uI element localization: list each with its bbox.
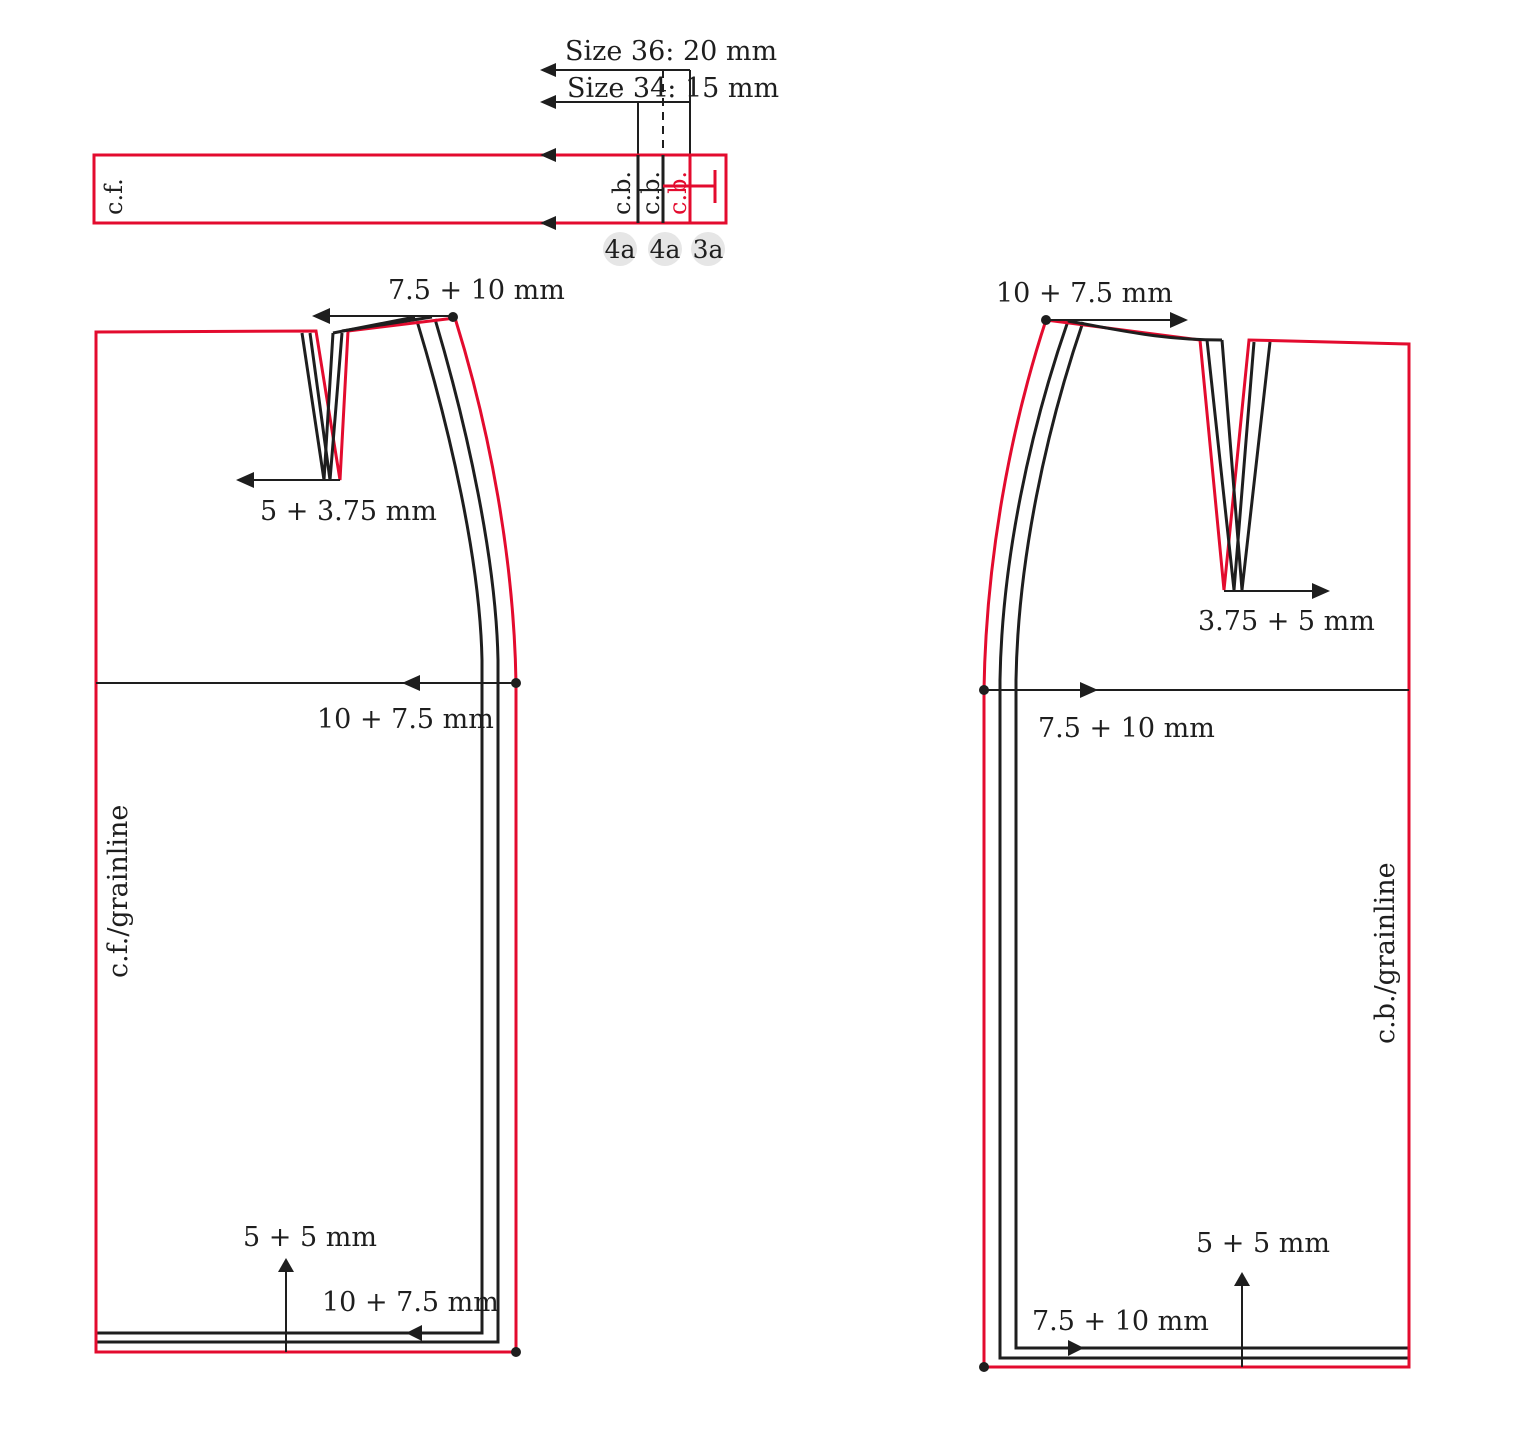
badge-4a: 4a bbox=[650, 235, 681, 264]
front-hem-up-label: 5 + 5 mm bbox=[243, 1222, 377, 1253]
back-hem-up-label: 5 + 5 mm bbox=[1196, 1228, 1330, 1259]
cb-label-2: c.b. bbox=[637, 171, 665, 215]
arrow-right-icon bbox=[1080, 682, 1098, 698]
front-grainline-label: c.f./grainline bbox=[103, 805, 134, 978]
cf-label: c.f. bbox=[100, 178, 128, 215]
cb-label-3: c.b. bbox=[664, 171, 692, 215]
point-marker bbox=[448, 312, 458, 322]
back-hem-side-label: 7.5 + 10 mm bbox=[1032, 1306, 1209, 1337]
arrow-left-icon bbox=[540, 63, 556, 77]
arrow-up-icon bbox=[278, 1258, 294, 1272]
waistband-outline bbox=[92, 153, 728, 225]
point-marker bbox=[1041, 315, 1051, 325]
arrow-right-icon bbox=[1068, 1340, 1084, 1356]
front-hem-side-label: 10 + 7.5 mm bbox=[322, 1287, 499, 1318]
back-waist-side-label: 10 + 7.5 mm bbox=[996, 278, 1173, 309]
arrow-right-icon bbox=[1170, 312, 1188, 328]
point-marker bbox=[511, 678, 521, 688]
size-badge bbox=[603, 232, 637, 266]
back-hip-label: 7.5 + 10 mm bbox=[1038, 713, 1215, 744]
point-marker bbox=[979, 1362, 989, 1372]
arrow-right-icon bbox=[1312, 583, 1330, 599]
waistband: Size 36: 20 mm Size 34: 15 mm c.f. c.b. … bbox=[92, 36, 779, 266]
arrow-left-icon bbox=[540, 148, 556, 162]
arrow-left-icon bbox=[402, 675, 420, 691]
arrow-left-icon bbox=[540, 95, 556, 109]
point-marker bbox=[511, 1347, 521, 1357]
front-hip-label: 10 + 7.5 mm bbox=[317, 704, 494, 735]
front-dart-label: 5 + 3.75 mm bbox=[260, 496, 437, 527]
arrow-left-icon bbox=[540, 216, 556, 230]
cb-label-1: c.b. bbox=[608, 171, 636, 215]
arrow-left-icon bbox=[236, 472, 254, 488]
back-grainline-label: c.b./grainline bbox=[1370, 862, 1401, 1044]
arrow-left-icon bbox=[406, 1325, 422, 1341]
front-waist-side-label: 7.5 + 10 mm bbox=[388, 275, 565, 306]
badge-3a: 3a bbox=[693, 235, 724, 264]
back-skirt-piece: 10 + 7.5 mm 3.75 + 5 mm 7.5 + 10 mm c.b.… bbox=[979, 278, 1411, 1372]
size-badge bbox=[648, 232, 682, 266]
front-skirt-piece: 7.5 + 10 mm 5 + 3.75 mm 10 + 7.5 mm c.f.… bbox=[94, 275, 565, 1357]
size-badge bbox=[691, 232, 725, 266]
size36-label: Size 36: 20 mm bbox=[565, 36, 777, 67]
badge-4a: 4a bbox=[605, 235, 636, 264]
arrow-left-icon bbox=[312, 308, 330, 324]
arrow-up-icon bbox=[1234, 1272, 1250, 1286]
point-marker bbox=[979, 685, 989, 695]
size34-label: Size 34: 15 mm bbox=[567, 73, 779, 104]
back-dart-label: 3.75 + 5 mm bbox=[1198, 606, 1375, 637]
